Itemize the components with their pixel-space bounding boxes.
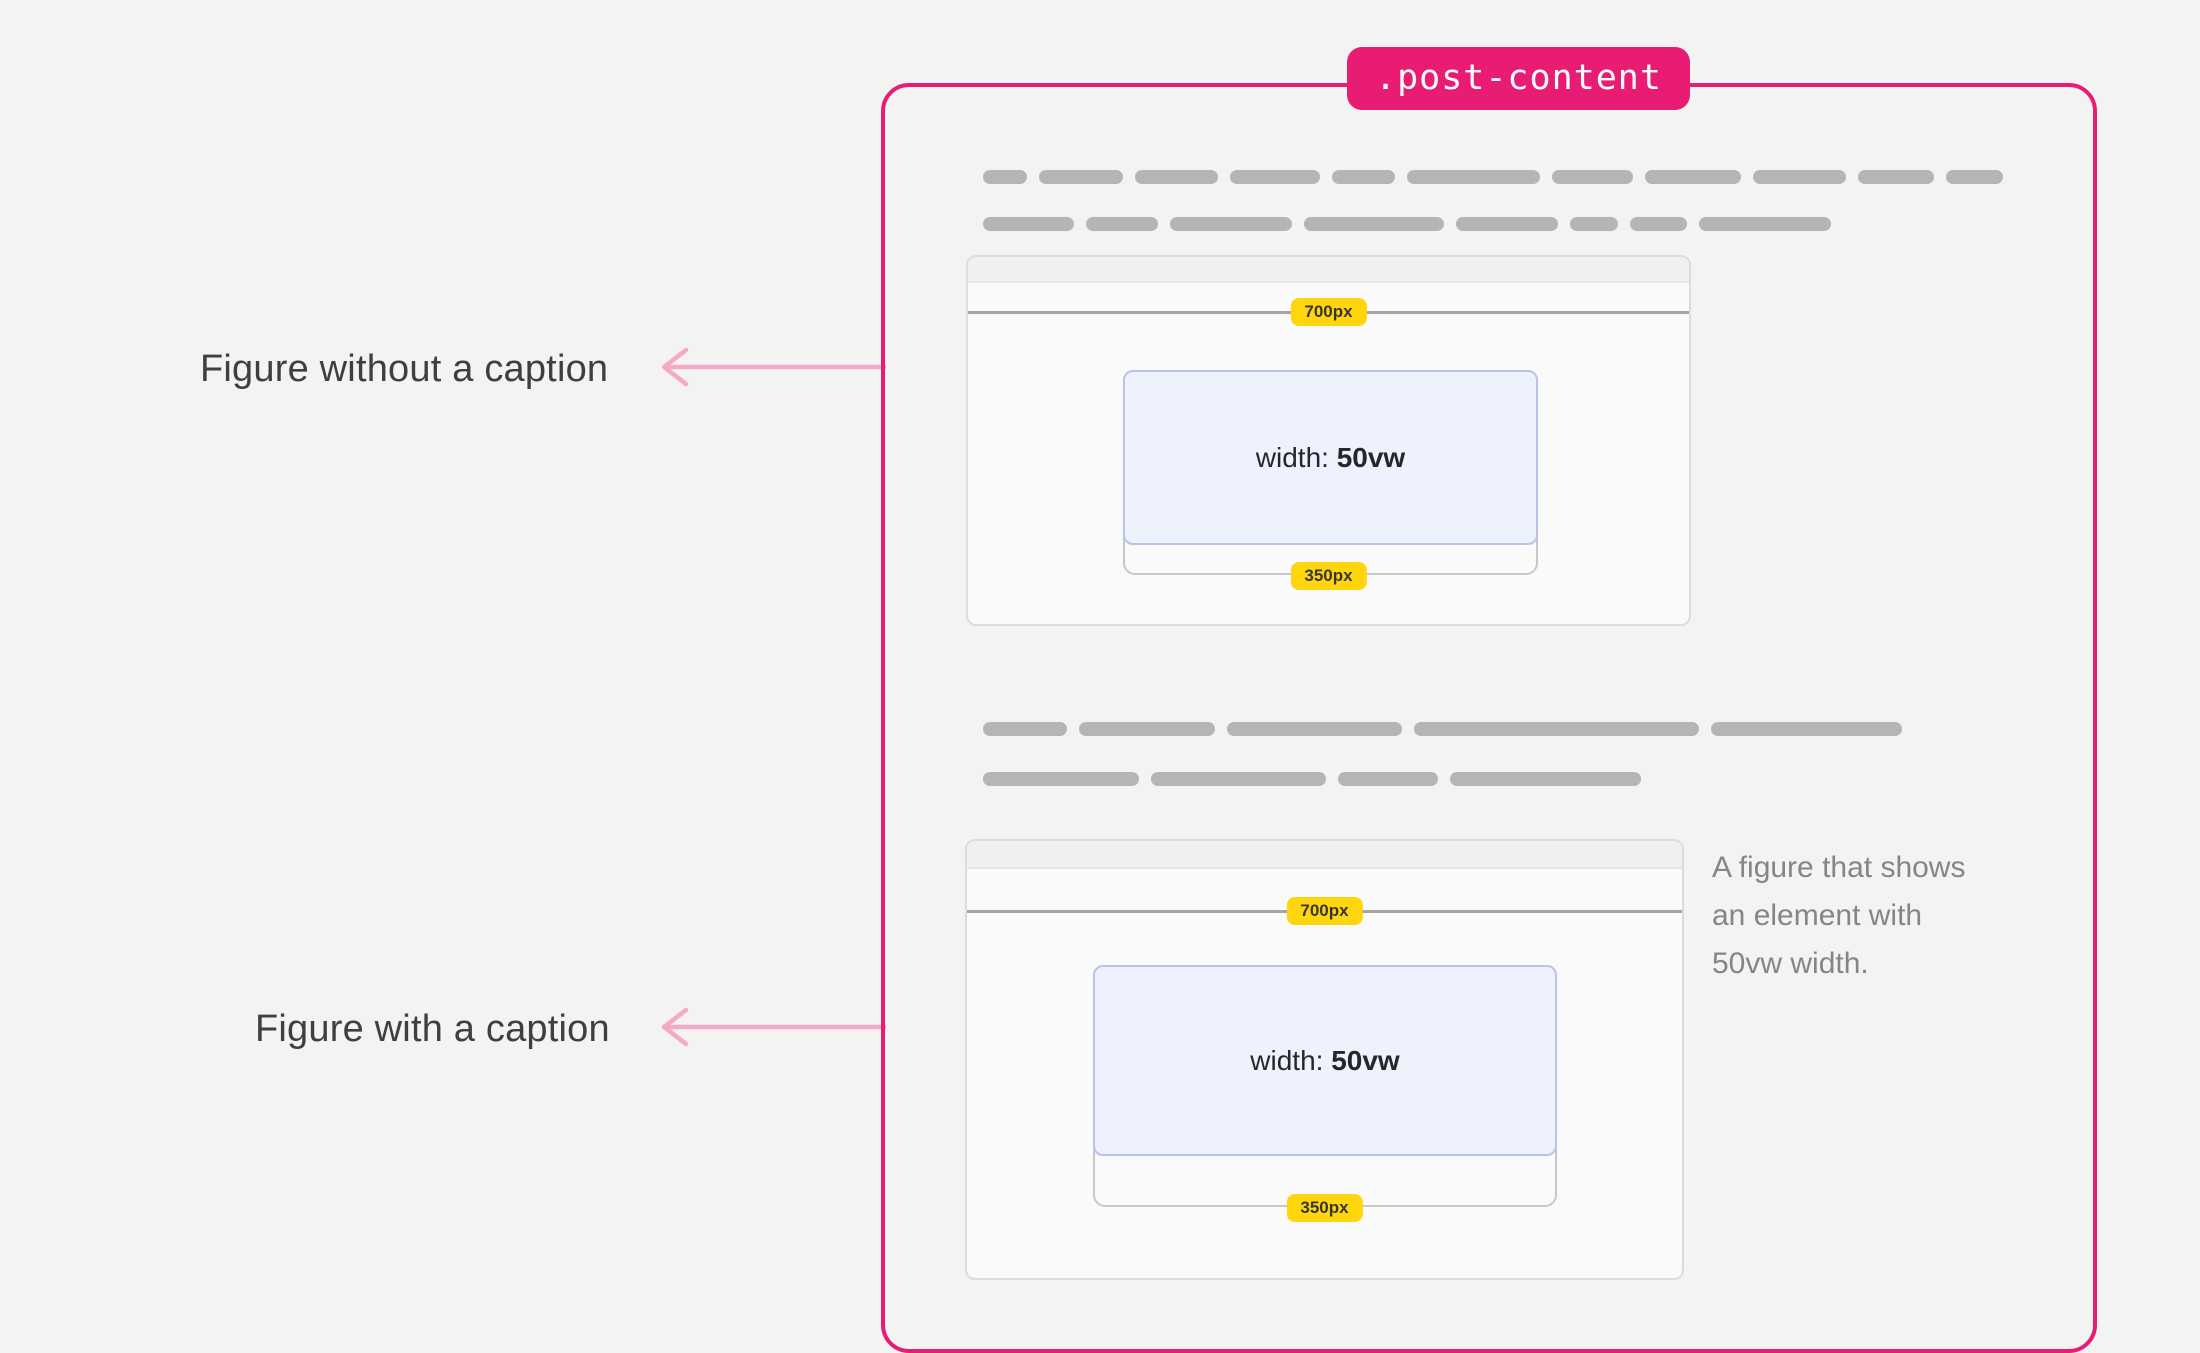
label-figure-with-caption: Figure with a caption	[255, 1008, 610, 1050]
placeholder-text-bar	[1227, 722, 1402, 736]
placeholder-text-bar	[1711, 722, 1902, 736]
figure-without-caption-card: 700px width: 50vw 350px	[966, 255, 1691, 626]
placeholder-text-bar	[1570, 217, 1618, 231]
placeholder-text-bar	[1858, 170, 1934, 184]
placeholder-text-bar	[1039, 170, 1123, 184]
placeholder-text-bar	[1079, 722, 1215, 736]
placeholder-text-bar	[1332, 170, 1395, 184]
figure-with-caption-card: 700px width: 50vw 350px	[965, 839, 1684, 1280]
viewport-width-badge: 700px	[1286, 897, 1363, 925]
element-width-badge: 350px	[1290, 562, 1367, 590]
demo-element-label: width: 50vw	[1250, 1044, 1400, 1076]
placeholder-text-bar	[983, 170, 1027, 184]
post-content-badge: .post-content	[1347, 47, 1690, 110]
placeholder-text-bar	[1151, 772, 1326, 786]
figure-chrome-bar	[968, 257, 1689, 283]
placeholder-paragraph-row	[983, 722, 1902, 736]
placeholder-text-bar	[983, 217, 1074, 231]
placeholder-text-bar	[1135, 170, 1218, 184]
placeholder-text-bar	[1753, 170, 1846, 184]
arrow-figure-with-caption	[661, 1007, 887, 1047]
placeholder-text-bar	[1407, 170, 1540, 184]
placeholder-paragraph-row	[983, 217, 1831, 231]
placeholder-text-bar	[1338, 772, 1438, 786]
arrow-figure-without-caption	[661, 347, 887, 387]
viewport-width-badge: 700px	[1290, 298, 1367, 326]
placeholder-text-bar	[1456, 217, 1558, 231]
figure-chrome-bar	[967, 841, 1682, 869]
placeholder-text-bar	[1699, 217, 1831, 231]
placeholder-text-bar	[1630, 217, 1687, 231]
placeholder-paragraph-row	[983, 170, 2003, 184]
placeholder-text-bar	[1645, 170, 1741, 184]
placeholder-text-bar	[1450, 772, 1641, 786]
element-width-badge: 350px	[1286, 1194, 1363, 1222]
demo-element: width: 50vw	[1123, 370, 1538, 545]
placeholder-paragraph-row	[983, 772, 1641, 786]
placeholder-text-bar	[1230, 170, 1320, 184]
label-figure-without-caption: Figure without a caption	[200, 348, 609, 390]
figure-caption: A figure that shows an element with 50vw…	[1712, 851, 1966, 980]
demo-element: width: 50vw	[1093, 965, 1557, 1156]
demo-element-label: width: 50vw	[1255, 441, 1406, 473]
placeholder-text-bar	[1304, 217, 1444, 231]
placeholder-text-bar	[1170, 217, 1292, 231]
placeholder-text-bar	[1086, 217, 1158, 231]
placeholder-text-bar	[1946, 170, 2003, 184]
placeholder-text-bar	[1414, 722, 1699, 736]
placeholder-text-bar	[983, 772, 1139, 786]
placeholder-text-bar	[983, 722, 1067, 736]
placeholder-text-bar	[1552, 170, 1633, 184]
